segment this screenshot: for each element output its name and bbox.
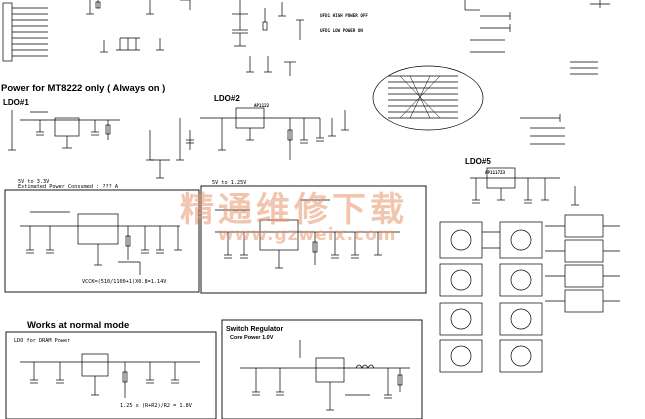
signal-bundle-ellipse (372, 65, 484, 131)
box-switch-regulator (221, 319, 423, 419)
top-right-connectors (464, 0, 610, 75)
heading-ldo1: LDO#1 (3, 98, 29, 107)
top-middle-parts (86, 0, 191, 53)
heading-ldo2: LDO#2 (214, 94, 240, 103)
ldo5-circuit (470, 167, 579, 206)
ldo5-part-label: AP1117Z3 (485, 170, 506, 175)
ldo2-part-label: AP1122 (254, 103, 270, 108)
right-signal-lines (520, 114, 565, 145)
box-5v-to-1v25 (200, 185, 427, 294)
heading-normal-mode: Works at normal mode (27, 320, 130, 331)
ldo1-circuit (8, 110, 120, 151)
ufd-control-circuit (232, 0, 304, 76)
box-left-subtitle: Estimated Power Consumed : ??? A (18, 184, 118, 190)
high-power-label: UFD1 HIGH POWER OFF (320, 13, 368, 18)
box-left-title: 5V to 3.3V (18, 179, 50, 185)
box-dram-ldo (5, 331, 217, 419)
heading-mt8222-power: Power for MT8222 only ( Always on ) (1, 83, 166, 94)
heading-core-power: Core Power 1.0V (230, 335, 274, 341)
top-left-connector (2, 2, 48, 62)
dram-formula: 1.25 x (R+R2)/R2 = 1.8V (120, 403, 192, 409)
ldo2-circuit (146, 107, 349, 179)
box-5v-to-3v3 (4, 189, 200, 293)
box-left-formula: VCCK=(510/1100+1)X0.8=1.14V (82, 279, 167, 285)
heading-switch-regulator: Switch Regulator (226, 326, 284, 333)
low-power-label: UFD1 LOW POWER ON (320, 28, 363, 33)
connector-footprints (439, 214, 620, 373)
box-mid-title: 5V to 1.25V (212, 180, 247, 186)
ldo-dram-label: LDO for DRAM Power (14, 338, 71, 344)
heading-ldo5: LDO#5 (465, 157, 491, 166)
